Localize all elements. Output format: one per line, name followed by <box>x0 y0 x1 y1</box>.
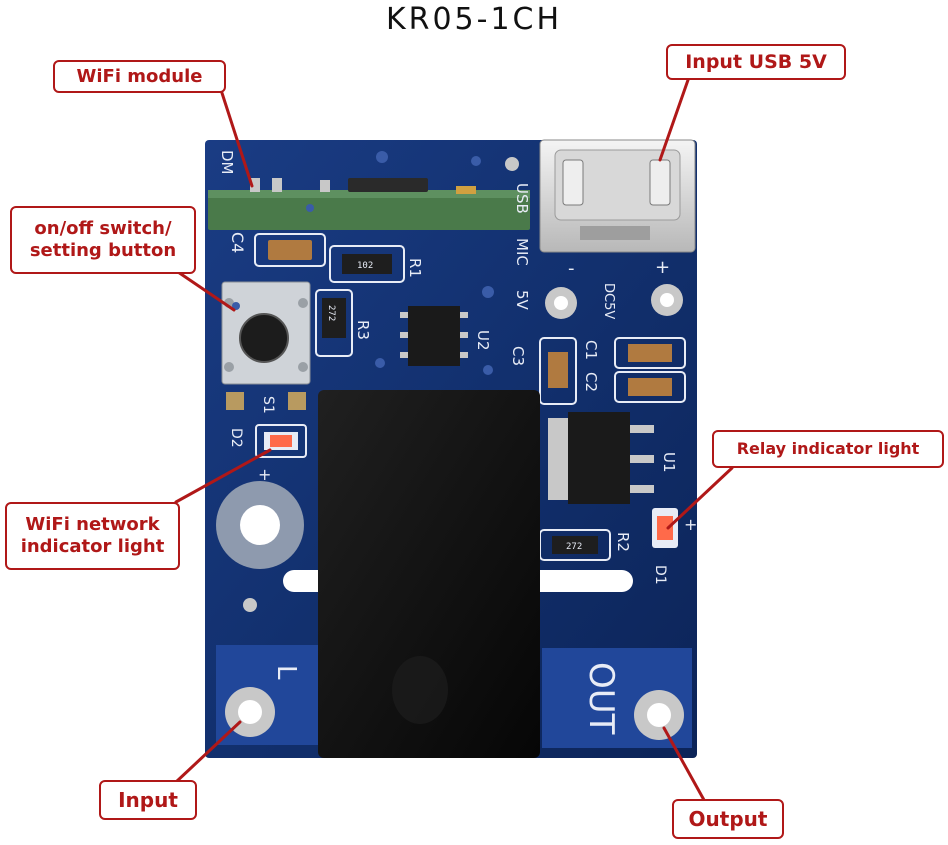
label-c4: C4 <box>228 232 247 253</box>
leader-input <box>174 720 242 784</box>
label-out: OUT <box>581 662 621 735</box>
callout-switch-line2: setting button <box>29 240 177 261</box>
label-r3: R3 <box>354 320 372 340</box>
callout-input: Input <box>99 780 197 820</box>
label-d1-plus: + <box>684 515 697 534</box>
label-d2: D2 <box>228 428 244 448</box>
callout-network-line2: indicator light <box>20 536 165 557</box>
callout-switch: on/off switch/ setting button <box>10 206 196 274</box>
label-dc5v: DC5V <box>601 283 616 319</box>
label-r1: R1 <box>406 258 424 278</box>
label-minus: - <box>568 258 575 279</box>
callout-network-line1: WiFi network <box>25 514 160 536</box>
label-d2-plus: + <box>258 465 271 484</box>
leader-switch <box>176 270 236 312</box>
leader-network-light <box>174 448 272 504</box>
label-u1: U1 <box>660 452 678 473</box>
callout-usb-input-text: Input USB 5V <box>685 50 827 73</box>
label-c1: C1 <box>582 340 600 360</box>
callout-relay-light-text: Relay indicator light <box>736 439 920 459</box>
leader-output <box>662 726 706 802</box>
label-mic: MIC <box>513 238 531 266</box>
callout-wifi-module-text: WiFi module <box>76 65 203 87</box>
callout-switch-line1: on/off switch/ <box>34 218 172 240</box>
leader-usb-input <box>658 78 690 162</box>
label-l: L <box>271 665 301 680</box>
resistor-code-r2: 272 <box>566 542 582 552</box>
callout-network-light: WiFi network indicator light <box>5 502 180 570</box>
label-s1: S1 <box>260 396 276 414</box>
leader-relay-light <box>666 466 734 530</box>
callout-output: Output <box>672 799 784 839</box>
label-c2: C2 <box>582 372 600 392</box>
callout-usb-input: Input USB 5V <box>666 44 846 80</box>
label-5v: 5V <box>513 290 531 311</box>
leader-wifi-module <box>220 91 254 188</box>
label-u2: U2 <box>474 330 492 351</box>
label-c3: C3 <box>509 346 527 366</box>
callout-output-text: Output <box>688 807 768 831</box>
diagram-title: KR05-1CH <box>385 2 563 37</box>
wifi-module-board <box>208 190 530 230</box>
label-r2: R2 <box>614 532 632 552</box>
callout-relay-light: Relay indicator light <box>712 430 944 468</box>
resistor-code-r1: 102 <box>357 261 373 271</box>
callout-wifi-module: WiFi module <box>53 60 226 93</box>
relay <box>318 390 540 758</box>
resistor-code-r3: 272 <box>326 305 336 321</box>
label-usb: USB <box>513 183 531 214</box>
ic-u2 <box>408 306 460 366</box>
callout-input-text: Input <box>118 788 178 812</box>
label-d1: D1 <box>652 565 668 585</box>
label-plus: + <box>655 257 670 278</box>
label-dm: DM <box>218 150 236 175</box>
